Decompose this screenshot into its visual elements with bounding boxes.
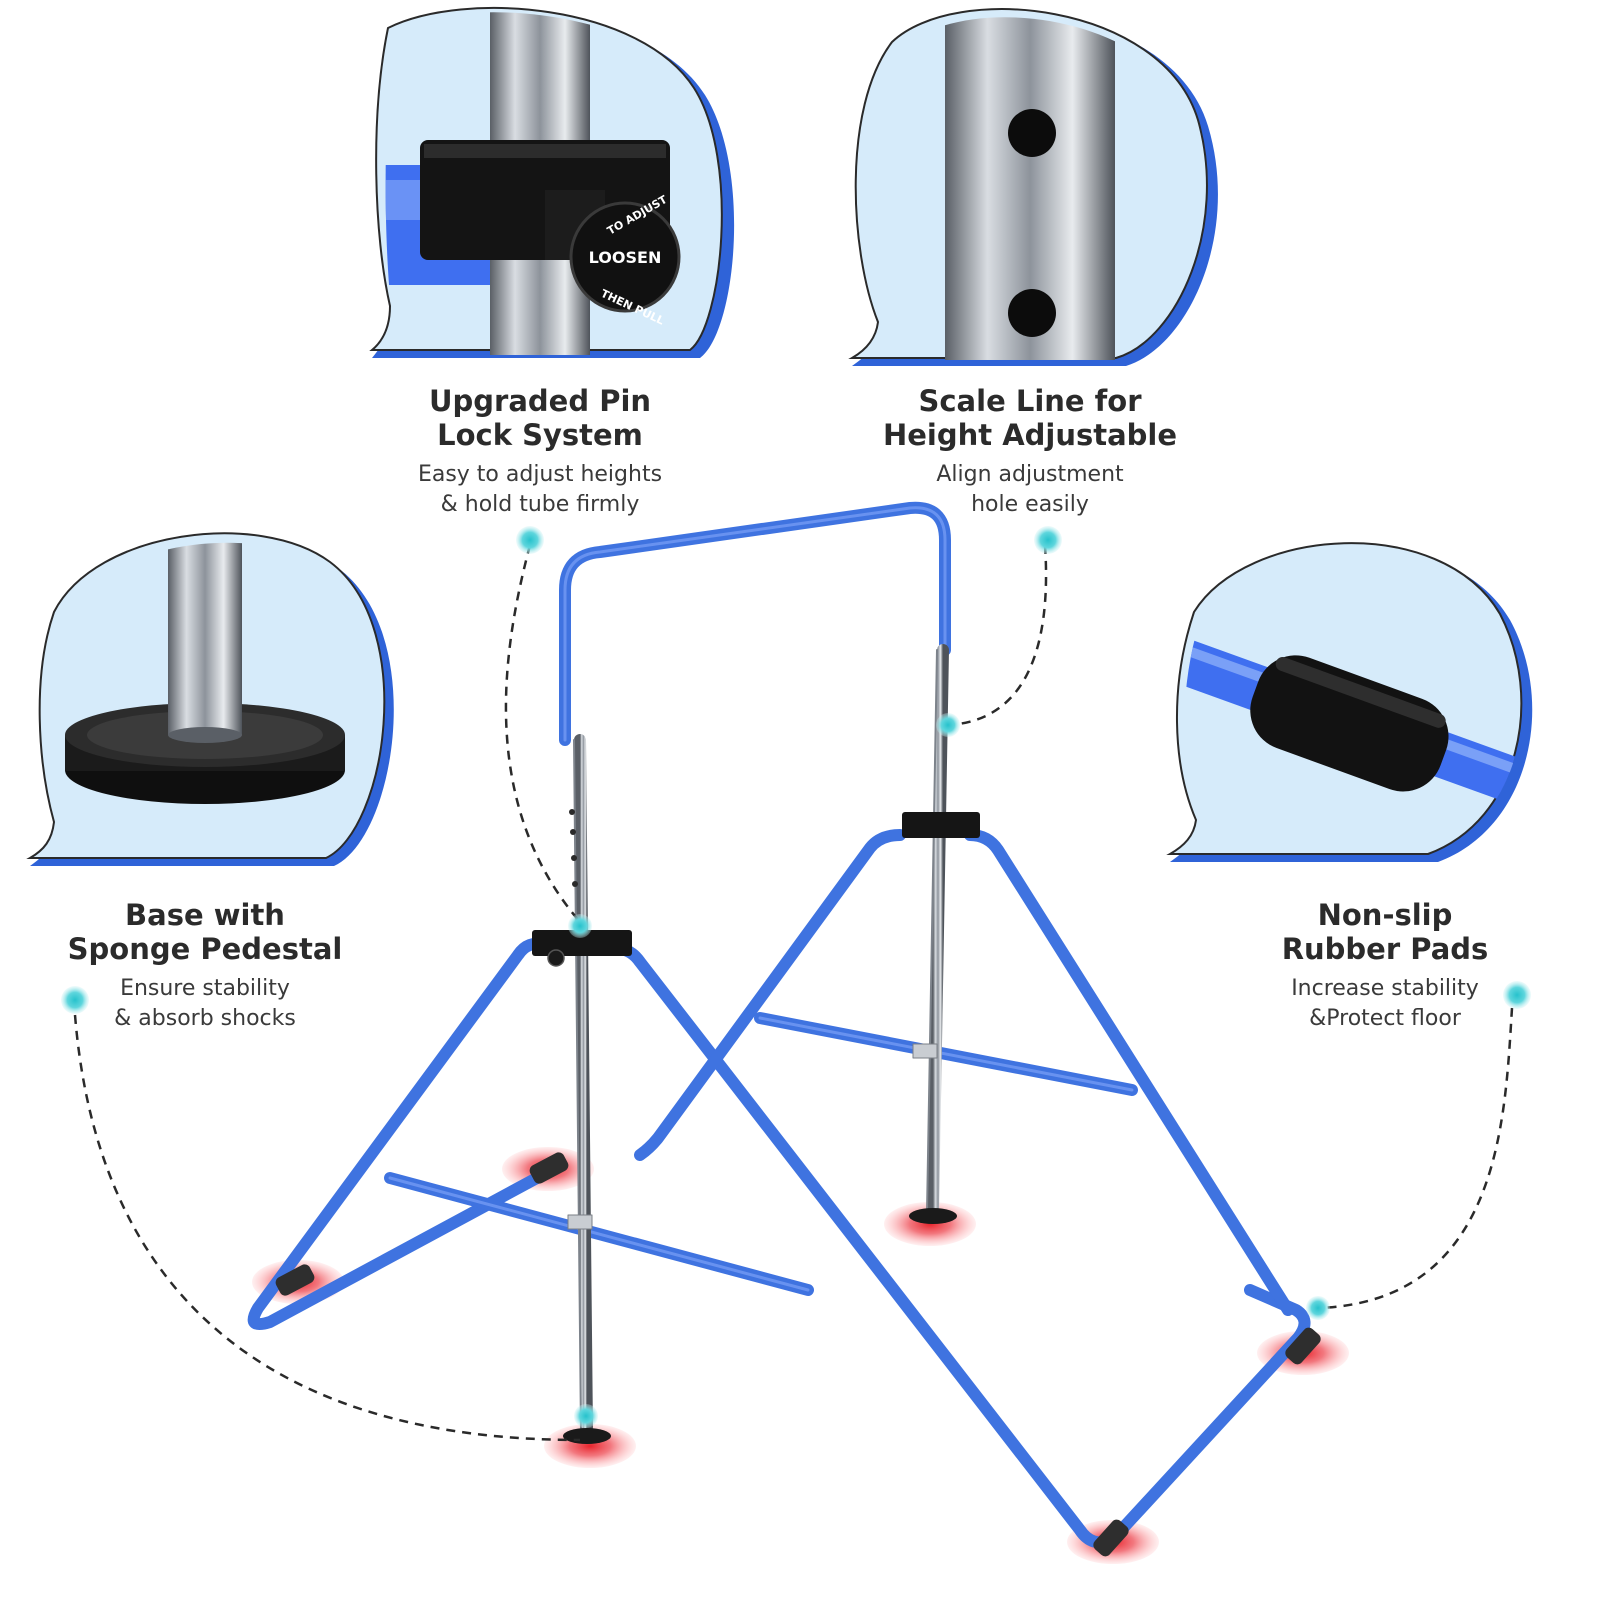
base-title: Base with Sponge Pedestal	[67, 898, 343, 966]
scale-line-zoom-bubble	[848, 8, 1218, 366]
pin-lock-title: Upgraded Pin Lock System	[428, 384, 652, 452]
rubber-pad-highlights	[252, 1147, 1349, 1564]
pin-lock-zoom-bubble: LOOSEN TO ADJUST THEN PULL	[369, 6, 735, 359]
pin-lock-description: Easy to adjust heights & hold tube firml…	[417, 462, 663, 517]
leader-lines	[73, 544, 1514, 1442]
pads-zoom-bubble	[1166, 542, 1533, 862]
knob-loosen-label: LOOSEN	[589, 248, 662, 267]
cyan-markers	[61, 526, 1531, 1428]
base-zoom-bubble	[26, 532, 394, 866]
base-description: Ensure stability & absorb shocks	[114, 976, 296, 1031]
bar-frame	[247, 501, 1321, 1557]
scale-line-callout: Scale Line for Height Adjustable Align a…	[860, 384, 1200, 520]
pads-callout: Non-slip Rubber Pads Increase stability …	[1240, 898, 1530, 1034]
scale-line-title: Scale Line for Height Adjustable	[882, 384, 1178, 452]
scale-line-description: Align adjustment hole easily	[936, 462, 1124, 517]
base-callout: Base with Sponge Pedestal Ensure stabili…	[40, 898, 370, 1034]
pin-lock-callout: Upgraded Pin Lock System Easy to adjust …	[360, 384, 720, 520]
pads-title: Non-slip Rubber Pads	[1281, 898, 1489, 966]
pads-description: Increase stability &Protect floor	[1291, 976, 1479, 1031]
